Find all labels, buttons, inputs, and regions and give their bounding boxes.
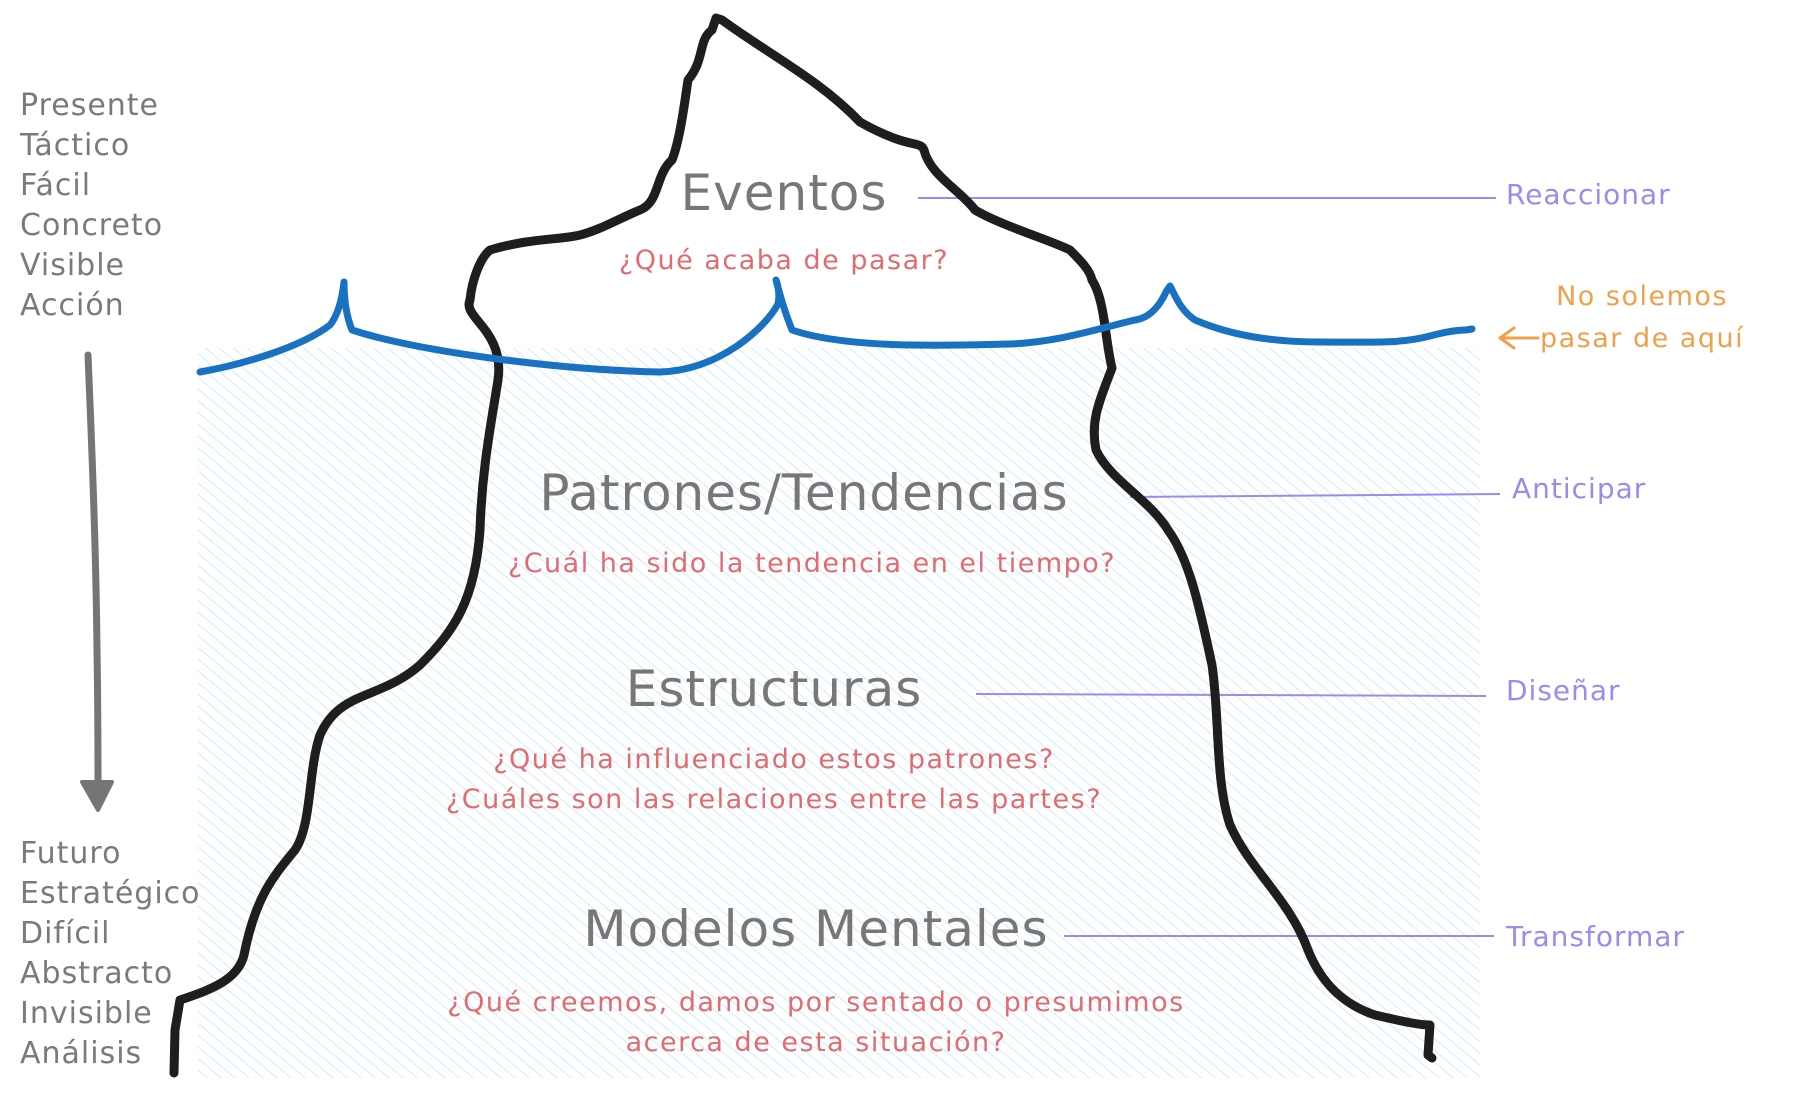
question-line: ¿Cuáles son las relaciones entre las par… bbox=[445, 784, 1103, 815]
top-term: Presente bbox=[20, 88, 160, 123]
level-title-eventos: Eventos bbox=[680, 164, 888, 222]
level-question-eventos: ¿Qué acaba de pasar? bbox=[619, 241, 949, 281]
iceberg-outline bbox=[169, 13, 1437, 1078]
level-question-estructuras: ¿Qué ha influenciado estos patrones? ¿Cu… bbox=[446, 740, 1102, 820]
level-question-modelos-mentales: ¿Qué creemos, damos por sentado o presum… bbox=[447, 983, 1184, 1063]
note-arrow bbox=[1498, 326, 1540, 350]
top-term: Visible bbox=[20, 248, 125, 283]
connector-line-disenar bbox=[975, 693, 1487, 697]
connector-line-anticipar bbox=[1129, 493, 1501, 498]
top-term: Concreto bbox=[20, 208, 164, 243]
action-label-transformar: Transformar bbox=[1506, 920, 1685, 953]
waterline bbox=[196, 276, 1476, 376]
bottom-term: Difícil bbox=[20, 916, 111, 951]
note-line: No solemos bbox=[1556, 281, 1728, 312]
action-label-disenar: Diseñar bbox=[1506, 674, 1621, 707]
question-line: ¿Qué creemos, damos por sentado o presum… bbox=[447, 987, 1185, 1018]
water-area bbox=[198, 348, 1480, 1078]
bottom-term: Invisible bbox=[20, 996, 153, 1031]
level-title-modelos-mentales: Modelos Mentales bbox=[583, 900, 1049, 958]
left-axis-top-terms: Presente Táctico Fácil Concreto Visible … bbox=[20, 86, 163, 326]
question-line: ¿Qué ha influenciado estos patrones? bbox=[493, 744, 1055, 775]
top-term: Fácil bbox=[20, 168, 92, 203]
level-title-patrones: Patrones/Tendencias bbox=[539, 464, 1069, 522]
question-line: acerca de esta situación? bbox=[625, 1027, 1007, 1058]
left-axis-bottom-terms: Futuro Estratégico Difícil Abstracto Inv… bbox=[20, 834, 201, 1074]
note-line: pasar de aquí bbox=[1540, 323, 1745, 354]
top-term: Acción bbox=[20, 288, 125, 323]
bottom-term: Estratégico bbox=[20, 876, 201, 911]
level-question-patrones: ¿Cuál ha sido la tendencia en el tiempo? bbox=[508, 544, 1116, 584]
question-line: ¿Cuál ha sido la tendencia en el tiempo? bbox=[507, 548, 1117, 579]
action-label-reaccionar: Reaccionar bbox=[1506, 178, 1671, 211]
action-label-anticipar: Anticipar bbox=[1512, 472, 1647, 505]
level-title-estructuras: Estructuras bbox=[625, 660, 923, 718]
question-line: ¿Qué acaba de pasar? bbox=[618, 245, 950, 276]
top-term: Táctico bbox=[20, 128, 131, 163]
waterline-note: No solemos pasar de aquí bbox=[1540, 276, 1744, 360]
bottom-term: Análisis bbox=[20, 1036, 143, 1071]
bottom-term: Futuro bbox=[20, 836, 122, 871]
bottom-term: Abstracto bbox=[20, 956, 174, 991]
axis-arrow-head bbox=[80, 780, 114, 812]
axis-arrow-shaft bbox=[84, 351, 102, 794]
